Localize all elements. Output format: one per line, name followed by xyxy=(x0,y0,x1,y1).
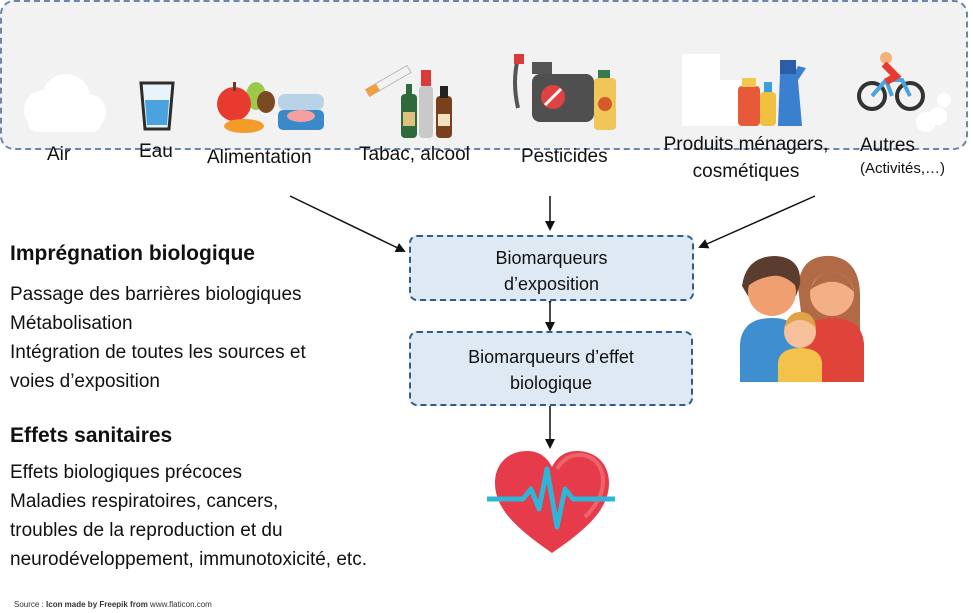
exposure-biomarkers-box: Biomarqueurs d’exposition xyxy=(409,235,694,301)
family-icon xyxy=(740,255,864,382)
source-label-pesticides: Pesticides xyxy=(521,146,608,167)
impregnation-line: voies d’exposition xyxy=(10,371,160,392)
source-label-eau: Eau xyxy=(139,141,173,162)
source-label-tabac-alcool: Tabac, alcool xyxy=(359,144,470,165)
effets-line: Effets biologiques précoces xyxy=(10,462,243,483)
source-label-autres: Autres (Activités,…) xyxy=(860,135,945,177)
source-label-produits-line1: Produits ménagers, xyxy=(663,134,829,155)
impregnation-line: Passage des barrières biologiques xyxy=(10,284,302,305)
impregnation-line: Intégration de toutes les sources et xyxy=(10,342,306,363)
arrow-left-to-exposure xyxy=(289,195,406,253)
source-label-produits-menagers: Produits ménagers, cosmétiques xyxy=(651,134,841,183)
effets-line: neurodéveloppement, immunotoxicité, etc. xyxy=(10,549,367,570)
source-note-bold: Icon made by Freepik from xyxy=(46,600,148,609)
arrow-right-to-exposure xyxy=(698,195,816,249)
effets-title: Effets sanitaires xyxy=(10,424,173,447)
effets-line: troubles de la reproduction et du xyxy=(10,520,283,541)
heart-pulse-icon xyxy=(487,451,615,553)
pesticide-sprayer-icon xyxy=(513,54,616,130)
cyclist-icon xyxy=(857,52,951,132)
source-note-suffix: www.flaticon.com xyxy=(147,600,212,609)
effets-list: Effets biologiques précoces Maladies res… xyxy=(10,458,367,574)
source-note-prefix: Source : xyxy=(14,600,47,609)
impregnation-list: Passage des barrières biologiques Métabo… xyxy=(10,280,306,396)
impregnation-line: Métabolisation xyxy=(10,313,133,334)
source-label-air: Air xyxy=(47,144,71,165)
source-note: Source : Icon made by Freepik from www.f… xyxy=(14,600,212,609)
cloud-icon xyxy=(24,74,106,132)
cigarette-bottles-icon xyxy=(364,64,452,138)
effect-box-line1: Biomarqueurs d’effet xyxy=(468,347,634,367)
effect-biomarkers-box: Biomarqueurs d’effet biologique xyxy=(409,331,693,406)
effect-box-line2: biologique xyxy=(509,373,593,393)
food-icon xyxy=(217,82,324,133)
source-label-autres-line2: (Activités,…) xyxy=(860,160,946,177)
effets-line: Maladies respiratoires, cancers, xyxy=(10,491,279,512)
source-label-autres-line1: Autres xyxy=(860,135,915,156)
source-label-alimentation: Alimentation xyxy=(207,147,312,168)
impregnation-title: Imprégnation biologique xyxy=(10,242,255,265)
source-label-produits-line2: cosmétiques xyxy=(692,161,800,182)
cleaning-products-icon xyxy=(682,54,806,126)
exposure-box-line2: d’exposition xyxy=(503,274,600,294)
water-glass-icon xyxy=(139,81,175,131)
exposure-box-line1: Biomarqueurs xyxy=(495,248,608,268)
